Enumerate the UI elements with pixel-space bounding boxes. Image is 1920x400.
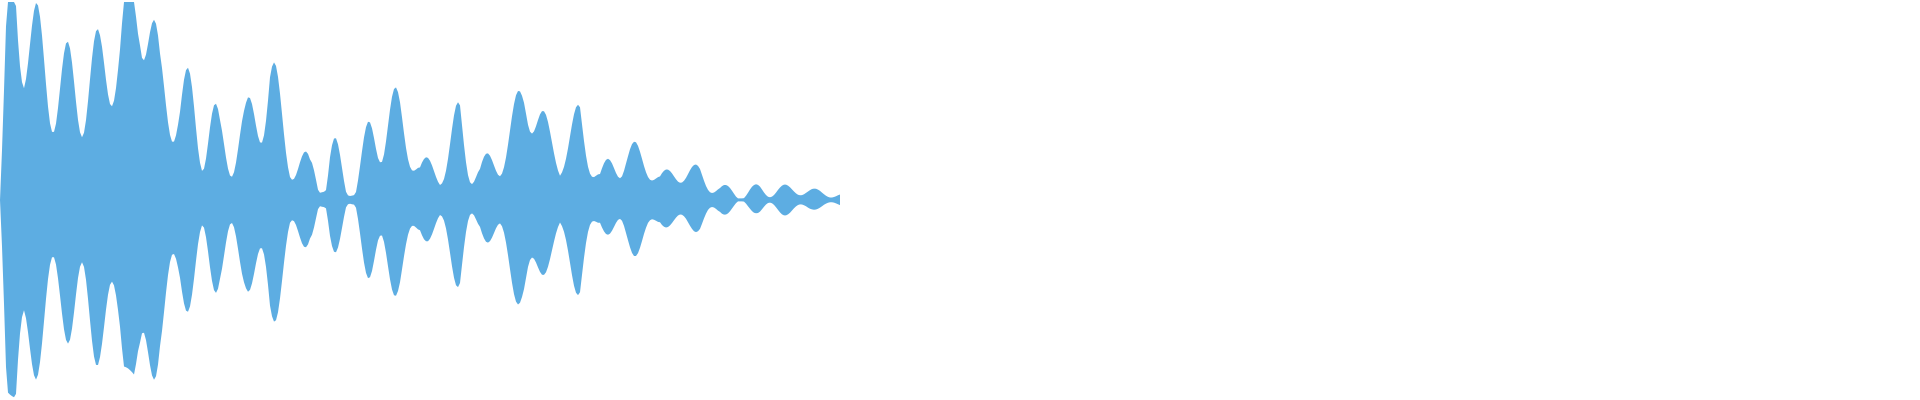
waveform-shape xyxy=(0,2,840,398)
